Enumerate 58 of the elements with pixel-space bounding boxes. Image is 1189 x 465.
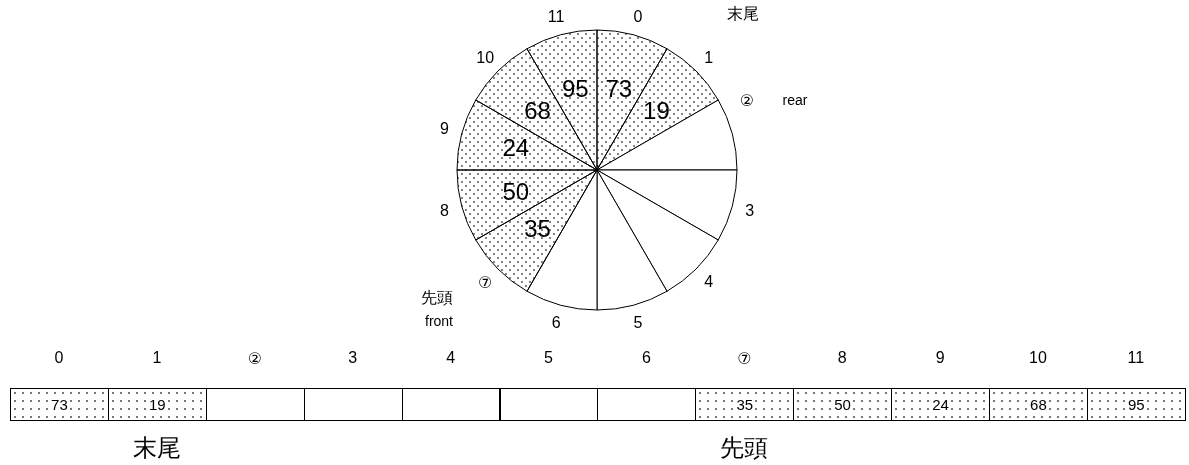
ring-sector [526,169,598,311]
slot-index: 4 [704,272,714,291]
ring-sector [475,48,598,171]
array-cell [499,388,599,421]
ring-sector [596,48,719,171]
array-cell [989,388,1088,421]
ring-sector [475,169,598,292]
slot-index: 9 [439,120,449,139]
array-cell [401,388,501,421]
ring-sector [596,169,719,292]
array-index: ② [247,348,262,368]
array-cell [10,388,109,421]
array-cell [1086,388,1186,421]
sector-value: 35 [524,215,551,243]
ring-sector [456,169,598,241]
array-index: 9 [935,349,945,367]
slot-index: 0 [633,8,643,27]
slot-index: 6 [551,313,561,332]
sector-value: 73 [605,74,633,102]
slot-index: 1 [704,49,714,68]
array-index: 3 [348,349,358,367]
array-cell [205,388,305,421]
pointer-label: 末尾 [727,3,759,24]
slot-index: ⑦ [478,272,493,292]
slot-index: 10 [476,49,495,68]
sector-value: 19 [643,96,670,124]
array-index: 10 [1029,349,1047,367]
array-index: 8 [837,349,847,367]
sector-value: 68 [524,96,551,124]
array-cell [793,388,893,421]
array-cell [303,388,403,421]
array-cell [891,388,990,421]
slot-index: 3 [745,201,755,220]
ring-sector [596,169,668,311]
array-index: 1 [152,349,162,367]
ring-sector [596,99,738,171]
sector-value: 95 [561,74,589,102]
pointer-label: 先頭 [720,433,768,463]
array-cell [107,388,207,421]
pointer-label: 先頭 [421,287,453,308]
array-index: 6 [641,349,651,367]
array-index: 11 [1127,349,1145,367]
sector-value: 50 [502,177,530,205]
ring-sector [596,169,738,241]
array-cell [695,388,795,421]
ring-sector [456,99,598,171]
slot-index: ② [739,90,755,110]
array-index: 4 [446,349,456,367]
sector-value: 24 [502,134,530,162]
array-index: 5 [544,349,553,367]
pointer-label: rear [782,92,808,108]
array-index: 0 [54,349,64,367]
slot-index: 8 [439,201,449,220]
pointer-label: 末尾 [133,433,181,463]
slot-index: 11 [547,8,565,27]
array-index: ⑦ [737,348,752,368]
slot-index: 5 [633,313,643,332]
pointer-label: front [425,313,453,329]
